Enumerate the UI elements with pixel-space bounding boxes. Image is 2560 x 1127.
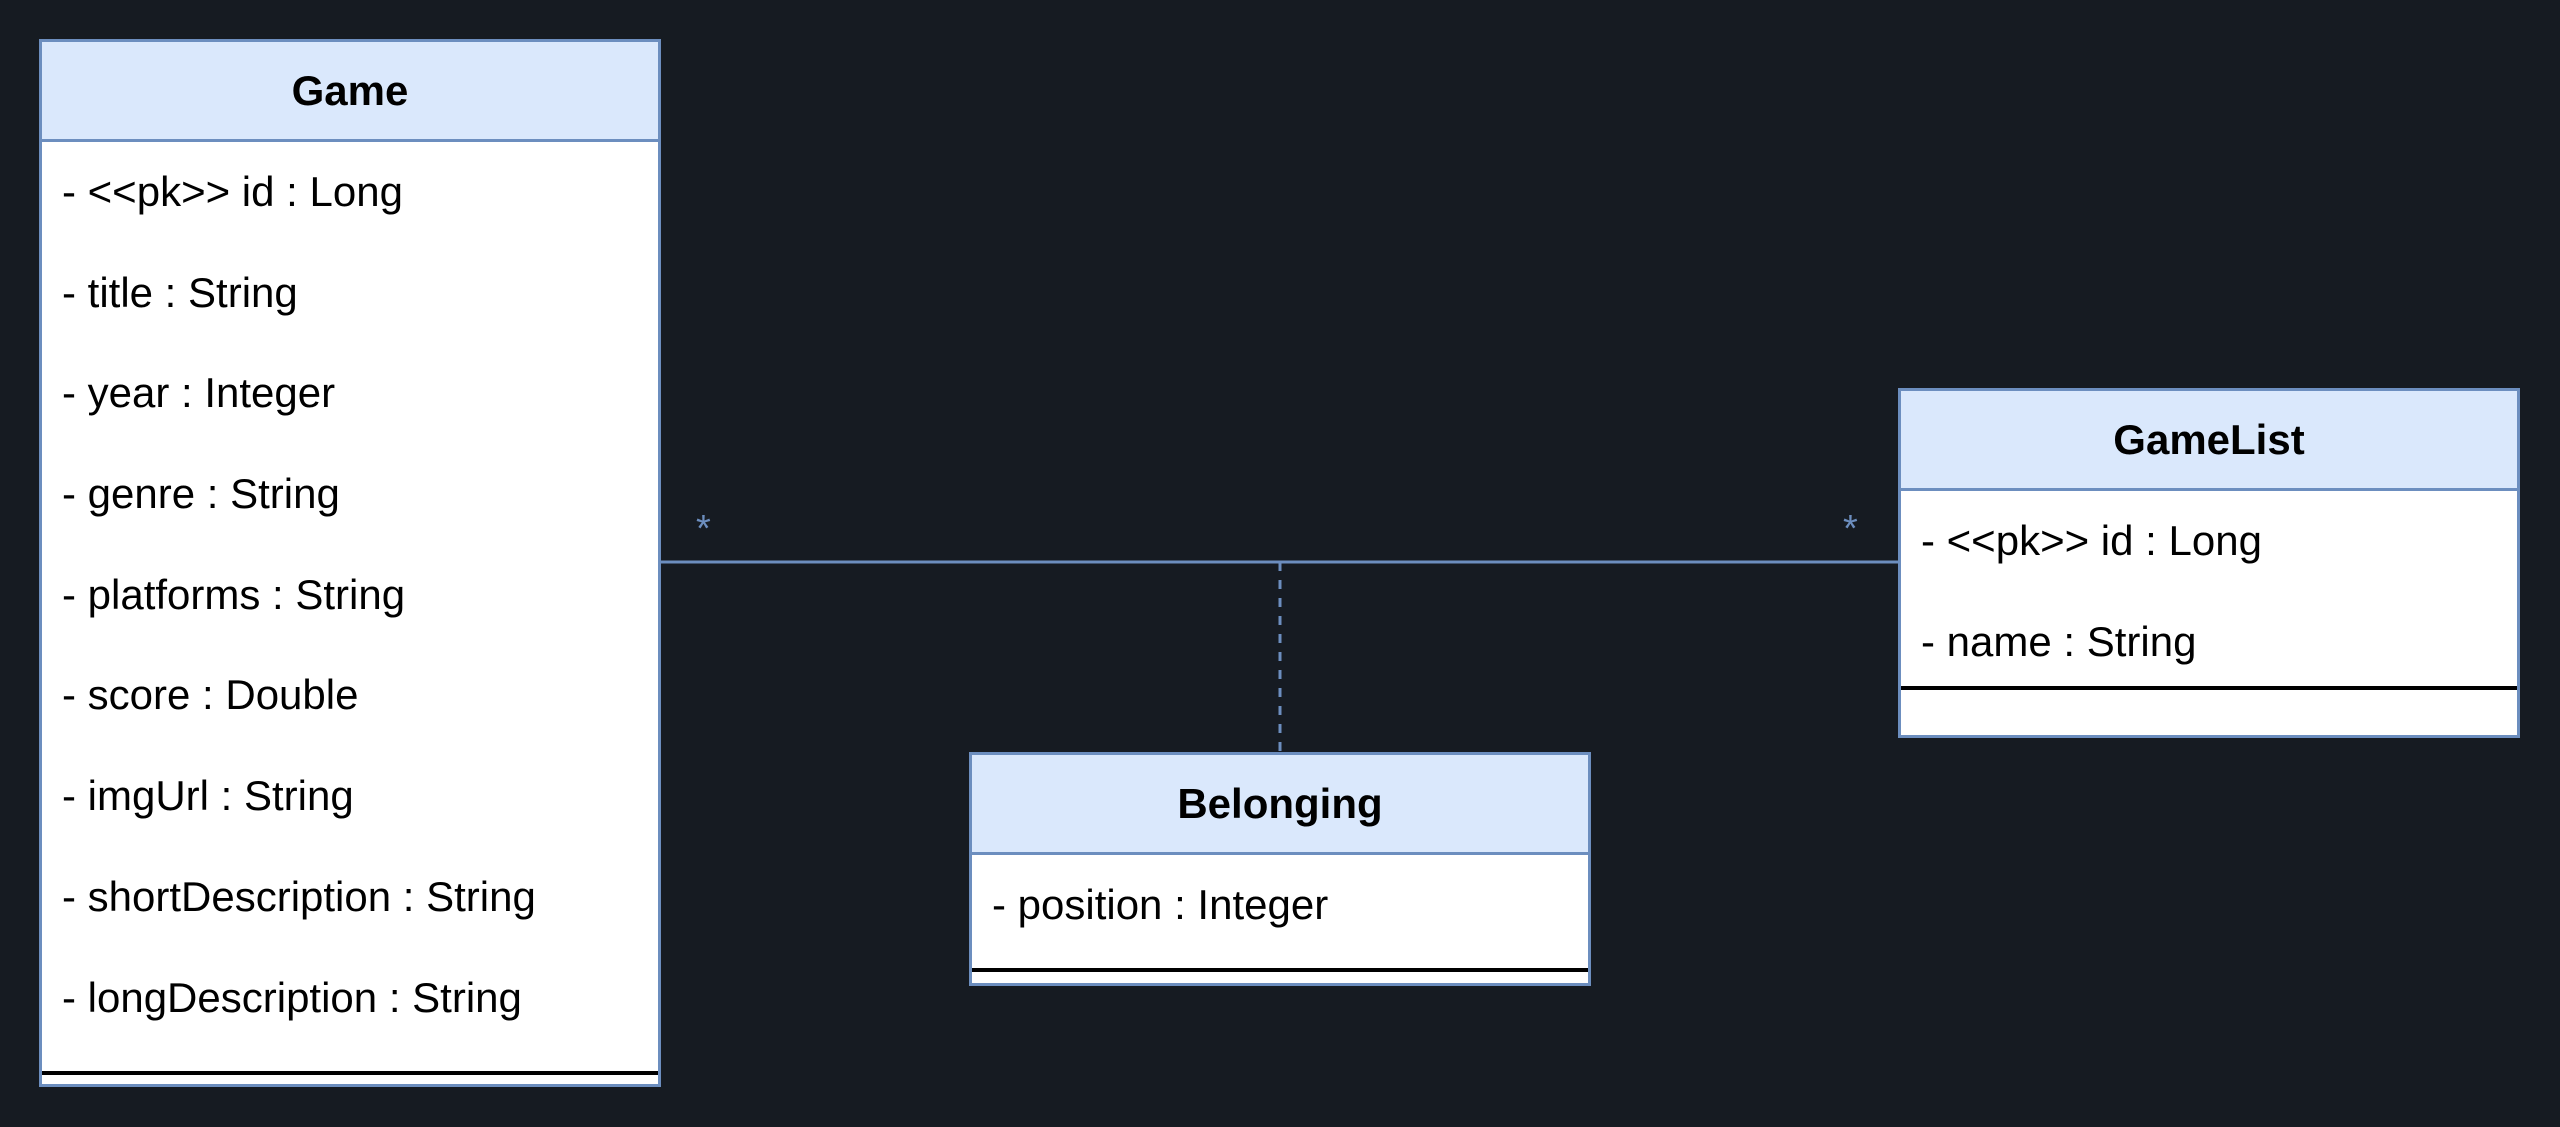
class-game-attribute[interactable]: - <<pk>> id : Long: [62, 168, 403, 215]
class-gamelist-attributes: - <<pk>> id : Long - name : String: [1901, 491, 2517, 692]
class-belonging-attributes: - position : Integer: [972, 855, 1588, 956]
class-game-attribute[interactable]: - title : String: [62, 268, 298, 316]
class-game-attribute[interactable]: - year : Integer: [62, 369, 336, 417]
class-game-attribute[interactable]: - shortDescription : String: [62, 872, 536, 920]
class-belonging-attribute[interactable]: - position : Integer: [992, 881, 1329, 928]
class-game-attribute[interactable]: - platforms : String: [62, 570, 406, 618]
class-belonging-title: Belonging: [972, 755, 1588, 855]
class-game-methods-divider: [42, 1071, 658, 1076]
class-game-attribute[interactable]: - score : Double: [62, 671, 359, 719]
class-belonging[interactable]: Belonging - position : Integer: [969, 752, 1591, 986]
class-game[interactable]: Game - <<pk>> id : Long - title : String…: [39, 39, 661, 1087]
class-game-attribute[interactable]: - genre : String: [62, 470, 340, 518]
multiplicity-game-end: *: [696, 508, 711, 550]
class-game-attributes: - <<pk>> id : Long - title : String - ye…: [42, 142, 658, 1048]
class-gamelist-attribute[interactable]: - name : String: [1921, 617, 2197, 665]
class-gamelist[interactable]: GameList - <<pk>> id : Long - name : Str…: [1898, 388, 2520, 738]
class-belonging-methods-divider: [972, 967, 1588, 972]
multiplicity-gamelist-end: *: [1843, 508, 1858, 550]
class-gamelist-title: GameList: [1901, 391, 2517, 491]
class-game-title: Game: [42, 42, 658, 142]
class-game-attribute[interactable]: - longDescription : String: [62, 973, 522, 1021]
class-gamelist-methods-divider: [1901, 686, 2517, 691]
class-gamelist-attribute[interactable]: - <<pk>> id : Long: [1921, 517, 2262, 564]
class-game-attribute[interactable]: - imgUrl : String: [62, 772, 354, 820]
